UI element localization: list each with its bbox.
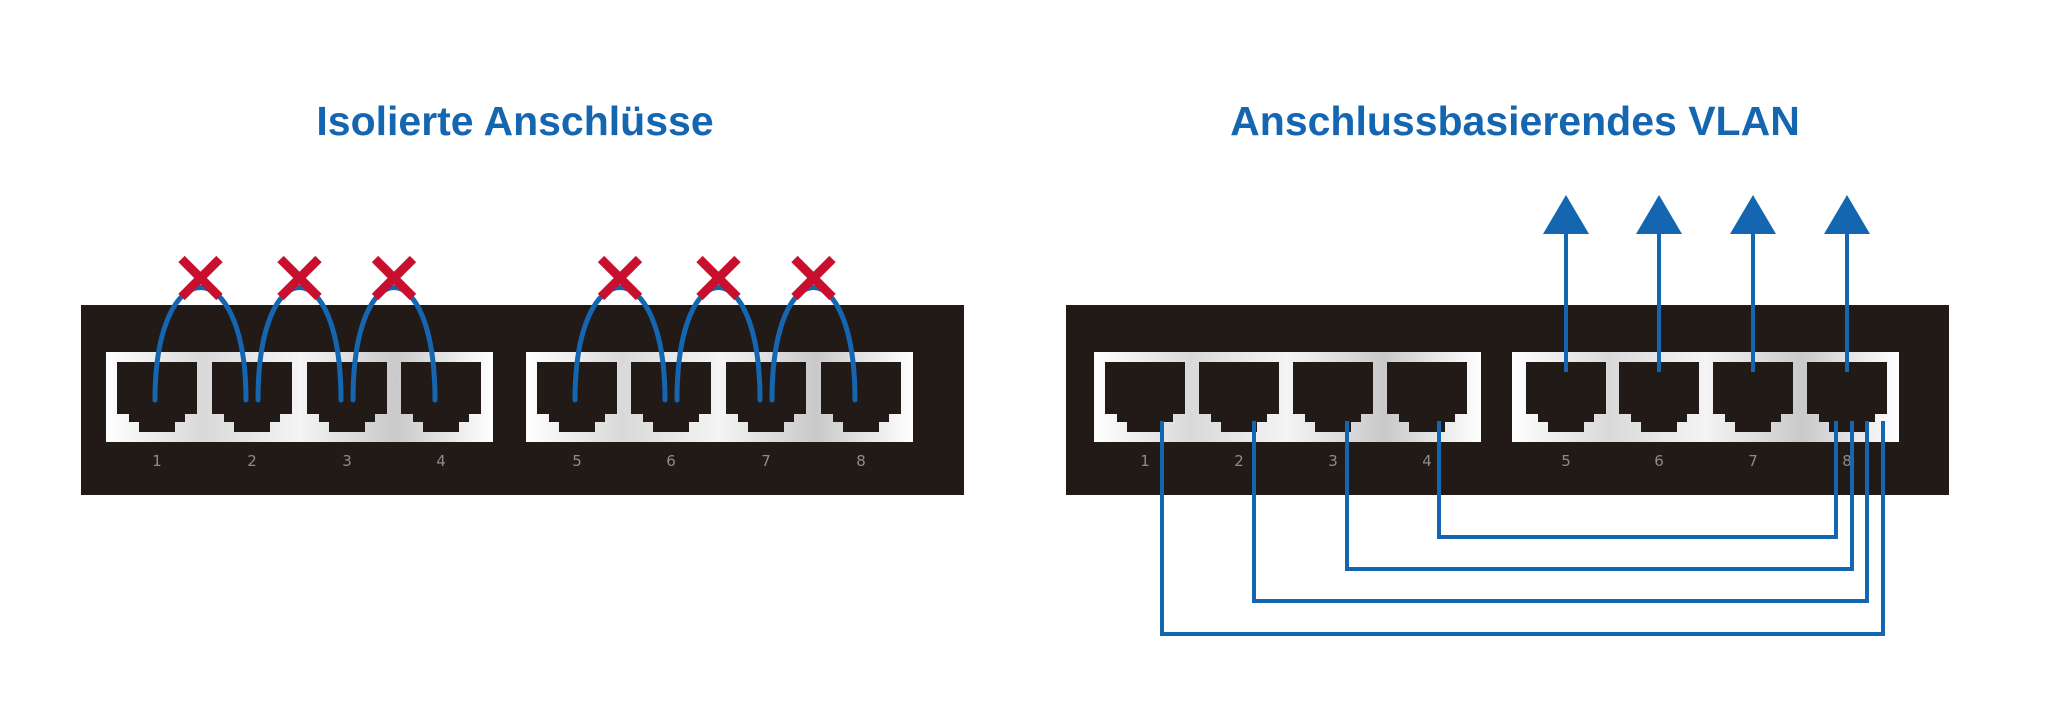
left-port-label: 8 bbox=[856, 452, 866, 470]
blocked-markers bbox=[178, 255, 836, 301]
left-port-4 bbox=[401, 362, 481, 432]
blocked-x-stroke bbox=[791, 255, 836, 301]
vlan-link-port-3-to-8 bbox=[1345, 421, 1854, 571]
left-port-7 bbox=[726, 362, 806, 432]
isolation-arc bbox=[572, 285, 668, 403]
left-port-label: 1 bbox=[152, 452, 162, 470]
right-switch: 1 2 3 4 5 6 7 8 bbox=[1066, 305, 1949, 495]
isolation-arc bbox=[769, 285, 858, 403]
right-port-5 bbox=[1526, 362, 1606, 432]
right-port-6 bbox=[1619, 362, 1699, 432]
isolation-arc bbox=[152, 285, 249, 403]
right-port-label: 1 bbox=[1140, 452, 1150, 470]
left-port-6 bbox=[631, 362, 711, 432]
left-port-label: 4 bbox=[436, 452, 446, 470]
left-port-label: 3 bbox=[342, 452, 352, 470]
left-port-2 bbox=[212, 362, 292, 432]
left-title: Isolierte Anschlüsse bbox=[316, 98, 714, 144]
right-port-label: 3 bbox=[1328, 452, 1338, 470]
right-port-label: 7 bbox=[1748, 452, 1758, 470]
right-title: Anschlussbasierendes VLAN bbox=[1230, 98, 1800, 144]
uplink-arrow-head bbox=[1636, 195, 1682, 234]
right-port-7 bbox=[1713, 362, 1793, 432]
blocked-x-stroke bbox=[178, 255, 223, 301]
vlan-link-port-1-to-8 bbox=[1160, 421, 1885, 636]
left-port-label: 5 bbox=[572, 452, 582, 470]
right-port-label: 5 bbox=[1561, 452, 1571, 470]
isolation-arc bbox=[255, 285, 344, 403]
right-port-4 bbox=[1387, 362, 1467, 432]
right-port-label: 6 bbox=[1654, 452, 1664, 470]
isolation-arc bbox=[674, 285, 763, 403]
isolation-arc bbox=[350, 285, 438, 403]
vlan-link-port-4-to-8 bbox=[1437, 421, 1838, 539]
uplink-arrow-head bbox=[1730, 195, 1776, 234]
right-port-2 bbox=[1199, 362, 1279, 432]
right-port-8 bbox=[1807, 362, 1887, 432]
right-port-3 bbox=[1293, 362, 1373, 432]
right-port-label: 2 bbox=[1234, 452, 1244, 470]
left-port-label: 6 bbox=[666, 452, 676, 470]
left-switch: 1 2 3 4 5 6 7 8 bbox=[81, 305, 964, 495]
blocked-x-stroke bbox=[277, 255, 322, 301]
uplink-arrow-head bbox=[1824, 195, 1870, 234]
right-port-1 bbox=[1105, 362, 1185, 432]
blocked-x-stroke bbox=[371, 255, 417, 301]
left-port-3 bbox=[307, 362, 387, 432]
blocked-x-stroke bbox=[696, 255, 741, 301]
left-port-label: 7 bbox=[761, 452, 771, 470]
uplink-arrow-head bbox=[1543, 195, 1589, 234]
right-port-label: 8 bbox=[1842, 452, 1852, 470]
vlan-link-port-2-to-8 bbox=[1252, 421, 1869, 603]
uplink-arrows bbox=[1543, 195, 1870, 372]
blocked-x-stroke bbox=[597, 255, 643, 301]
isolation-arcs bbox=[152, 285, 858, 403]
right-port-label: 4 bbox=[1422, 452, 1432, 470]
left-port-8 bbox=[821, 362, 901, 432]
vlan-links bbox=[1160, 421, 1885, 636]
left-port-label: 2 bbox=[247, 452, 257, 470]
